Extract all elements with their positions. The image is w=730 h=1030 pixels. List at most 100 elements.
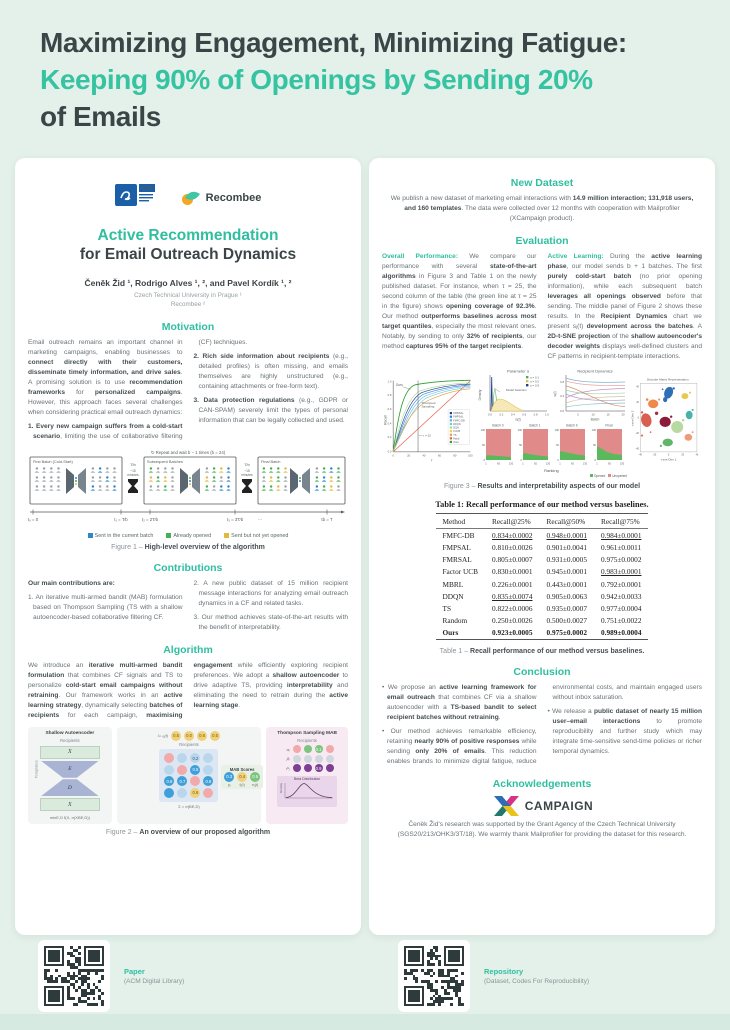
svg-text:-20: -20 xyxy=(635,432,639,435)
algorithm-heading: Algorithm xyxy=(163,643,213,656)
affiliation-1: Czech Technical University in Prague ¹ xyxy=(134,291,242,299)
svg-text:100: 100 xyxy=(592,428,597,432)
motivation-item-3: 3. Data protection regulations (e.g., GD… xyxy=(193,396,349,424)
beta-distribution-curve: Density xyxy=(279,782,334,798)
beta-distribution-title: Beta Distribution xyxy=(293,776,321,781)
conclusion-bullet-1: • We propose an active learning framewor… xyxy=(382,683,537,721)
autoencoder-subtitle: Recipients xyxy=(60,737,80,743)
dynamics-xlabel: Batch xyxy=(591,418,600,422)
recombee-logo-text: Recombee xyxy=(205,191,262,204)
bars-batch1: Batch 1 100 50 0 1 65 130 xyxy=(518,424,550,466)
svg-text:130: 130 xyxy=(620,462,624,466)
figure3: 1.0 0.8 0.6 0.4 0.2 0.0 0 20 40 60 80 10… xyxy=(382,368,702,479)
figure2-caption: Figure 2 – An overview of our proposed a… xyxy=(105,829,271,837)
repository-qr-group: Repository (Dataset, Codes For Reproduci… xyxy=(398,940,589,1012)
svg-text:60: 60 xyxy=(438,454,442,458)
acknowledgements-text: Čeněk Žid's research was supported by th… xyxy=(397,821,687,839)
figure1-wait-label-2b: minutes xyxy=(241,473,253,477)
timeline-dots: ⋯ xyxy=(258,517,262,522)
repository-qr-title: Repository xyxy=(484,967,524,976)
svg-text:FUCB: FUCB xyxy=(453,429,460,433)
tsne-clusters xyxy=(640,387,694,448)
svg-text:40: 40 xyxy=(636,386,639,389)
svg-text:0.2: 0.2 xyxy=(499,413,503,417)
contributions-intro: Our main contributions are: xyxy=(28,579,115,587)
svg-text:50: 50 xyxy=(556,443,559,447)
figure2: Templates Shallow Autoencoder Recipients… xyxy=(28,726,349,825)
figure3-dynamics-panel: Recipient Dynamics 0.8 0.4 0.0 xyxy=(553,369,625,422)
svg-text:0: 0 xyxy=(483,458,485,462)
figure1-box3-title: Final Batch xyxy=(261,459,280,464)
figure3-alpha-panel: Parameter α α = 0.1 α = 0.5 α = 0.9 Mode… xyxy=(478,369,549,422)
ctu-logo-icon: CTU xyxy=(114,184,155,211)
svg-text:CTU: CTU xyxy=(141,186,152,192)
figure2-autoencoder-panel: Templates Shallow Autoencoder Recipients… xyxy=(28,726,112,825)
xcampaign-x-icon xyxy=(493,796,519,817)
figure1-wait-fraction-2: T⁄b xyxy=(244,462,250,467)
svg-text:Rand: Rand xyxy=(453,437,460,441)
svg-text:TS: TS xyxy=(453,433,457,437)
paper-title-line2: for Email Outreach Dynamics xyxy=(79,246,297,264)
motivation-item-1: 1. Every new campaign suffers from a col… xyxy=(28,338,248,440)
decoder-block: D xyxy=(40,779,99,797)
legend-green-swatch xyxy=(166,533,172,539)
sigma-formula: Σ = σ(BE,D) xyxy=(178,804,200,810)
figure1-wait-label-1a: ~15 xyxy=(130,469,136,473)
svg-text:100: 100 xyxy=(555,428,560,432)
alpha-annotation: Model Selection xyxy=(506,388,527,392)
paper-qr-subtitle: (ACM Digital Library) xyxy=(124,978,185,985)
new-dataset-heading: New Dataset xyxy=(510,177,574,189)
figure3-middle-column: Parameter α α = 0.1 α = 0.5 α = 0.9 Mode… xyxy=(476,368,627,479)
svg-text:0: 0 xyxy=(557,458,559,462)
svg-text:40: 40 xyxy=(423,454,427,458)
svg-text:α = 0.1: α = 0.1 xyxy=(530,376,539,380)
svg-text:50: 50 xyxy=(482,443,485,447)
svg-text:1: 1 xyxy=(485,462,487,466)
svg-text:0: 0 xyxy=(520,458,522,462)
svg-text:0.6: 0.6 xyxy=(522,413,526,417)
figure1-caption: Figure 1 – High-level overview of the al… xyxy=(111,543,265,551)
evaluation-heading: Evaluation xyxy=(515,235,569,248)
svg-text:1: 1 xyxy=(596,462,598,466)
dynamics-title: Recipient Dynamics xyxy=(577,369,612,374)
conclusion-text: • We propose an active learning framewor… xyxy=(382,683,702,767)
poster-title: Maximizing Engagement, Minimizing Fatigu… xyxy=(40,24,627,135)
svg-text:0.0: 0.0 xyxy=(560,409,564,413)
svg-text:0: 0 xyxy=(638,417,640,420)
svg-text:FMPSAL: FMPSAL xyxy=(453,415,464,419)
figure3-bars-panel: Batch 0 100 50 0 1 65 130 Batch 1 xyxy=(476,422,627,468)
svg-text:15: 15 xyxy=(606,413,610,417)
svg-text:0: 0 xyxy=(668,454,670,457)
svg-text:α = 0.9: α = 0.9 xyxy=(530,384,539,388)
right-column-card: New Dataset We publish a new dataset of … xyxy=(369,158,715,935)
recall-ann-ours: Ours xyxy=(396,383,403,387)
hourglass-icon xyxy=(128,478,138,493)
svg-text:Ours: Ours xyxy=(453,440,459,444)
poster-title-line1: Maximizing Engagement, Minimizing Fatigu… xyxy=(40,27,627,58)
contributions-text: Our main contributions are: 1. An iterat… xyxy=(28,579,348,633)
svg-text:α = 0.5: α = 0.5 xyxy=(530,380,539,384)
svg-text:DDQN: DDQN xyxy=(453,422,461,426)
recall-xlabel: τ xyxy=(431,459,433,463)
autoencoder-formula: minE,D ℓ(X, σ(XBE,D)) xyxy=(49,815,90,821)
svg-text:20: 20 xyxy=(681,454,684,457)
bars-batch0: Batch 0 100 50 0 1 65 130 xyxy=(481,424,513,466)
bars-final: Final 100 50 0 1 65 130 xyxy=(592,424,624,466)
svg-text:DQN: DQN xyxy=(453,426,459,430)
conclusion-bullet-2: • Our method achieves remarkable efficie… xyxy=(382,683,702,766)
legend-sent-current: Sent in the current batch xyxy=(87,533,153,539)
affiliation-2: Recombee ² xyxy=(170,301,206,309)
svg-text:-40: -40 xyxy=(638,454,642,457)
svg-text:0.4: 0.4 xyxy=(560,394,564,398)
timeline-t0: t₀ = 0 xyxy=(28,517,39,522)
svg-text:65: 65 xyxy=(497,462,500,466)
figure1-legend: Sent in the current batch Already opened… xyxy=(28,533,348,539)
paper-qr-title: Paper xyxy=(124,967,145,976)
figure1-wait-fraction-1: T⁄b xyxy=(130,462,136,467)
beta-density-label: Density xyxy=(279,782,283,793)
svg-text:130: 130 xyxy=(509,462,513,466)
